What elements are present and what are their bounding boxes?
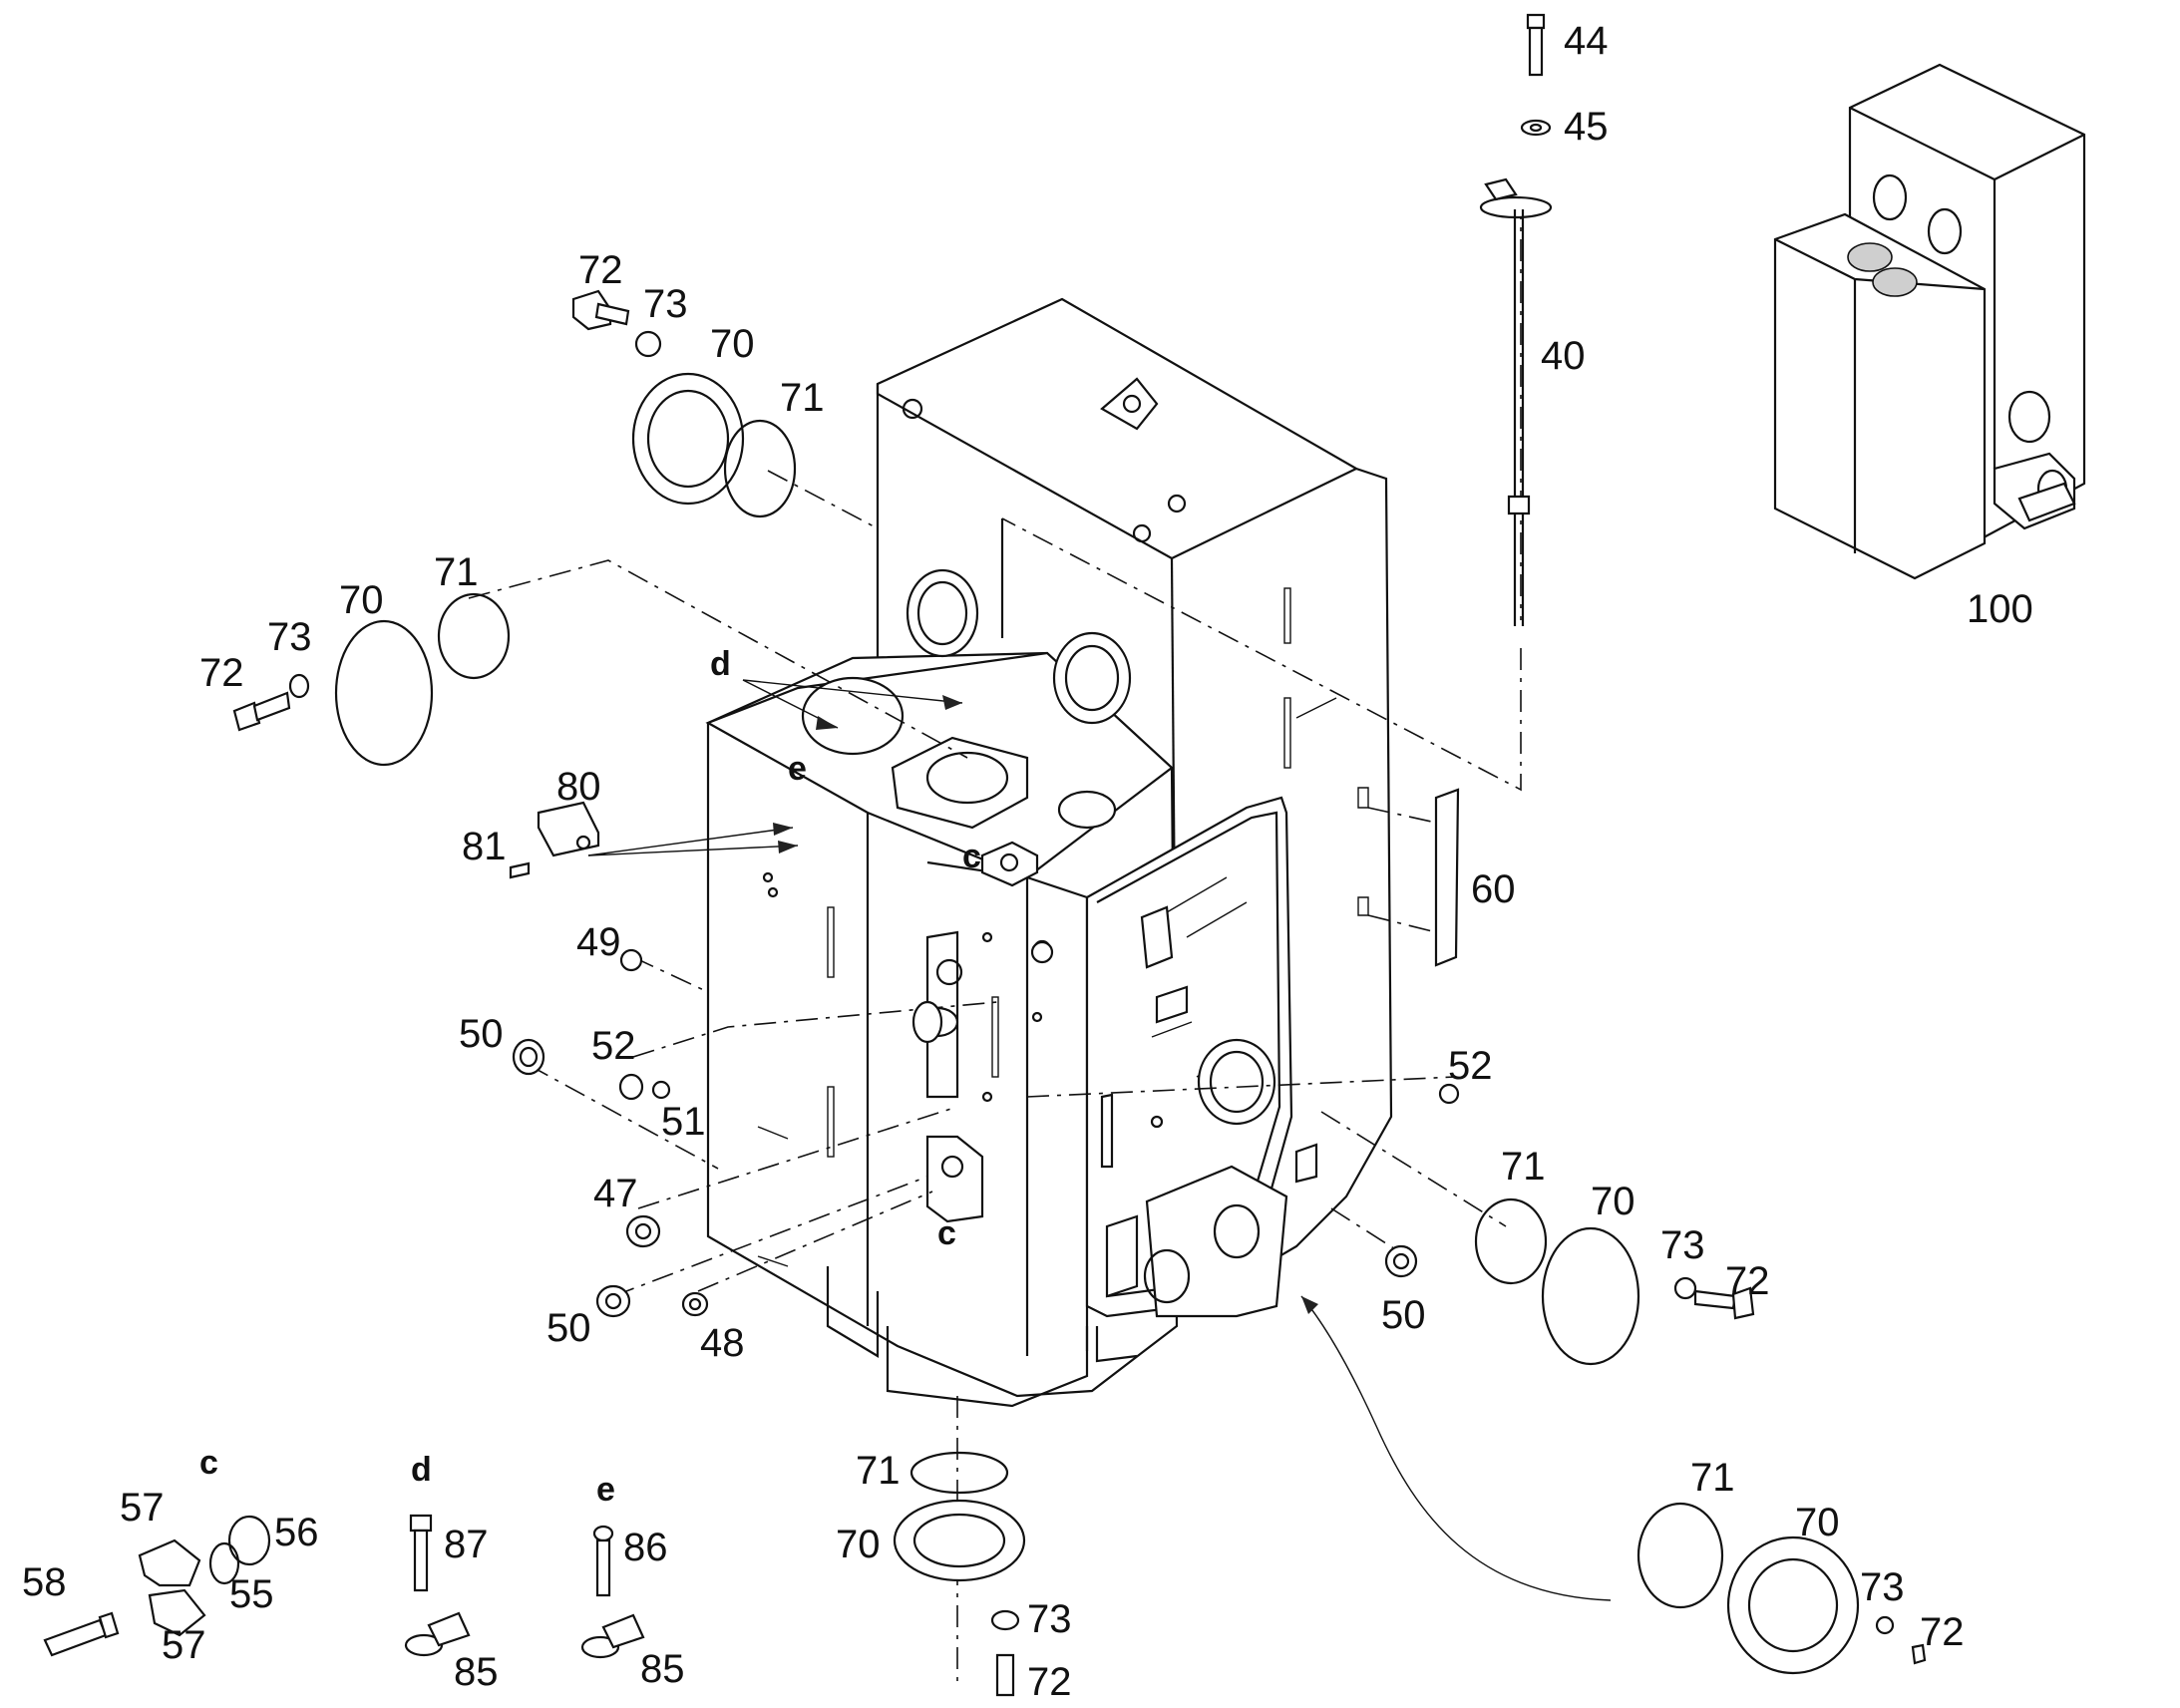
label-70-left: 70 [339, 578, 384, 622]
label-73-top-left: 73 [643, 282, 688, 326]
label-86: 86 [623, 1526, 668, 1569]
label-51: 51 [661, 1100, 706, 1144]
label-49: 49 [576, 920, 621, 964]
label-71-right: 71 [1501, 1145, 1546, 1189]
detail-c-parts [43, 1515, 271, 1657]
detail-title-d: d [411, 1451, 432, 1489]
cover-set-left [232, 592, 511, 767]
label-52-a: 52 [591, 1024, 636, 1068]
cover-set-top-left [571, 289, 797, 518]
label-50-c: 50 [1381, 1293, 1426, 1337]
small-parts [509, 801, 1460, 1318]
label-57-a: 57 [120, 1486, 165, 1530]
detail-title-c: c [199, 1444, 218, 1482]
label-50-a: 50 [459, 1012, 504, 1056]
label-100: 100 [1967, 587, 2033, 631]
label-73-bottom-center: 73 [1027, 1597, 1072, 1641]
label-72-left: 72 [199, 651, 244, 695]
label-55: 55 [229, 1572, 274, 1616]
label-80: 80 [556, 765, 601, 809]
label-60: 60 [1471, 867, 1516, 911]
label-45: 45 [1564, 105, 1609, 149]
label-72-top-left: 72 [578, 248, 623, 292]
label-48: 48 [700, 1321, 745, 1365]
detail-e-parts [580, 1525, 645, 1659]
label-52-b: 52 [1448, 1044, 1493, 1088]
label-44: 44 [1564, 19, 1609, 63]
label-73-right: 73 [1660, 1223, 1705, 1267]
label-85-a: 85 [454, 1650, 499, 1694]
label-40: 40 [1541, 334, 1586, 378]
ref-letter-d-top: d [710, 645, 731, 683]
cover-set-right [1474, 1197, 1755, 1366]
label-71-top-left: 71 [780, 376, 825, 420]
label-47: 47 [593, 1172, 638, 1215]
cover-set-bottom-right [1636, 1502, 1927, 1675]
label-71-bottom-center: 71 [856, 1449, 901, 1493]
cover-set-bottom-center [893, 1451, 1026, 1697]
label-58: 58 [22, 1560, 67, 1604]
ref-letter-c-mid: c [937, 1214, 956, 1252]
label-50-b: 50 [546, 1306, 591, 1350]
label-70-bottom-center: 70 [836, 1523, 881, 1566]
dipstick-assembly [1479, 13, 1553, 626]
label-70-right: 70 [1591, 1180, 1635, 1223]
label-70-bottom-right: 70 [1795, 1501, 1840, 1544]
label-81: 81 [462, 825, 507, 868]
label-71-left: 71 [434, 550, 479, 594]
label-57-b: 57 [162, 1623, 206, 1667]
label-72-bottom-right: 72 [1920, 1610, 1965, 1654]
label-87: 87 [444, 1523, 489, 1566]
ref-letter-e-top: e [788, 750, 807, 788]
gearbox-housing [705, 297, 1460, 1408]
ref-letter-c-top: c [962, 838, 981, 875]
part-number-labels: 44 45 40 100 72 73 70 71 71 70 73 72 80 … [22, 19, 2033, 1704]
label-85-b: 85 [640, 1647, 685, 1691]
label-73-bottom-right: 73 [1860, 1565, 1905, 1609]
label-73-left: 73 [267, 615, 312, 659]
label-72-right: 72 [1725, 1259, 1770, 1303]
detail-d-parts [404, 1514, 471, 1657]
assembly-thumbnail [1773, 63, 2086, 580]
label-56: 56 [274, 1511, 319, 1554]
label-70-top-left: 70 [710, 322, 755, 366]
label-72-bottom-center: 72 [1027, 1660, 1072, 1704]
assembly-lines [468, 197, 1612, 1685]
label-71-bottom-right: 71 [1690, 1456, 1735, 1500]
detail-title-e: e [596, 1471, 615, 1509]
